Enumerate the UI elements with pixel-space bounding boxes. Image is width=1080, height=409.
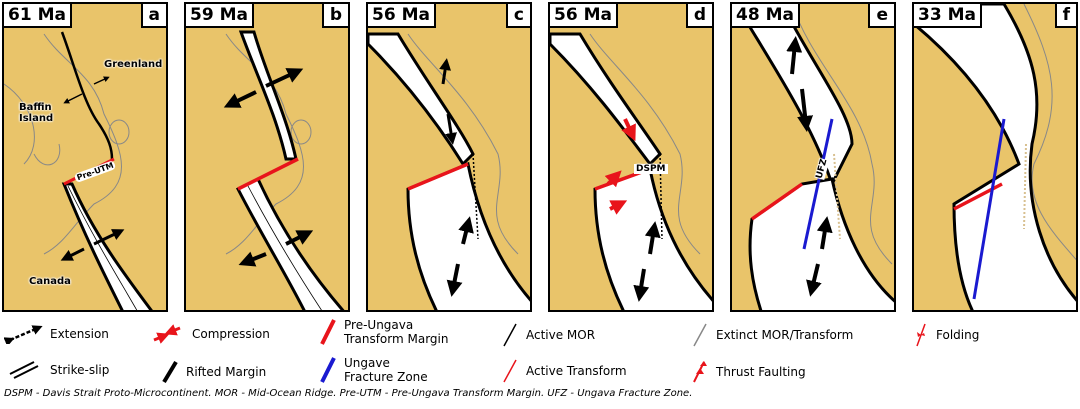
- extension-arrow-icon: [4, 325, 43, 344]
- legend-rifted-margin: Rifted Margin: [160, 360, 266, 384]
- panel-letter: a: [140, 4, 166, 28]
- extinct-mor-icon: [693, 323, 707, 347]
- legend-folding: Folding: [912, 322, 979, 348]
- panel-a: 61 Ma a Greenland Baffin Island Canada P…: [2, 2, 168, 312]
- legend-active-mor: Active MOR: [500, 322, 595, 348]
- age-label: 56 Ma: [368, 4, 436, 28]
- compression-arrow-icon: [153, 324, 181, 344]
- rifted-margin-icon: [162, 360, 178, 384]
- panel-letter: b: [321, 4, 348, 28]
- caption: DSPM - Davis Strait Proto-Microcontinent…: [4, 388, 693, 399]
- map-e: [740, 4, 894, 310]
- age-label: 59 Ma: [186, 4, 254, 28]
- legend-extension: Extension: [4, 324, 109, 344]
- thrust-fault-icon: [693, 361, 707, 383]
- map-d: [550, 32, 712, 310]
- legend-label: Ungave Fracture Zone: [344, 356, 428, 384]
- legend-label: Folding: [936, 328, 980, 342]
- panel-b: 59 Ma b: [184, 2, 350, 312]
- legend-label: Extension: [50, 327, 109, 341]
- legend-thrust-faulting: Thrust Faulting: [690, 360, 806, 384]
- legend-pre-utm: Pre-Ungava Transform Margin: [318, 318, 458, 346]
- panel-letter: e: [868, 4, 894, 28]
- legend-active-transform: Active Transform: [500, 358, 627, 384]
- legend-label: Rifted Margin: [186, 365, 267, 379]
- panel-d: 56 Ma d DSPM: [548, 2, 714, 312]
- label-greenland: Greenland: [104, 59, 163, 70]
- legend-extinct-mor: Extinct MOR/Transform: [690, 322, 853, 348]
- panel-c: 56 Ma c: [366, 2, 532, 312]
- legend-label: Active Transform: [526, 364, 627, 378]
- legend-label: Extinct MOR/Transform: [716, 328, 854, 342]
- age-label: 61 Ma: [4, 4, 72, 28]
- age-label: 48 Ma: [732, 4, 800, 28]
- legend-label: Strike-slip: [50, 363, 110, 377]
- label-canada: Canada: [29, 276, 71, 287]
- panel-letter: d: [685, 4, 712, 28]
- age-label: 56 Ma: [550, 4, 618, 28]
- legend-label: Active MOR: [526, 328, 596, 342]
- map-f: [914, 4, 1076, 310]
- ufz-icon: [320, 357, 336, 383]
- map-b: [223, 30, 345, 310]
- legend-label: Thrust Faulting: [716, 365, 806, 379]
- age-label: 33 Ma: [914, 4, 982, 28]
- panel-letter: f: [1054, 4, 1076, 28]
- strike-slip-icon: [9, 361, 39, 379]
- legend-label: Compression: [192, 327, 270, 341]
- panel-letter: c: [505, 4, 530, 28]
- map-a: [4, 31, 153, 310]
- legend-compression: Compression: [150, 324, 270, 344]
- active-transform-icon: [503, 359, 517, 383]
- legend-ufz: Ungave Fracture Zone: [318, 356, 438, 384]
- label-dspm: DSPM: [634, 164, 668, 174]
- legend-strike-slip: Strike-slip: [4, 360, 109, 380]
- folding-icon: [916, 323, 926, 347]
- label-baffin-island: Baffin Island: [19, 102, 54, 124]
- active-mor-icon: [503, 323, 517, 347]
- legend-label: Pre-Ungava Transform Margin: [344, 318, 449, 346]
- map-c: [368, 32, 530, 310]
- pre-utm-icon: [320, 319, 336, 345]
- panel-f: 33 Ma f: [912, 2, 1078, 312]
- panel-e: 48 Ma e UFZ: [730, 2, 896, 312]
